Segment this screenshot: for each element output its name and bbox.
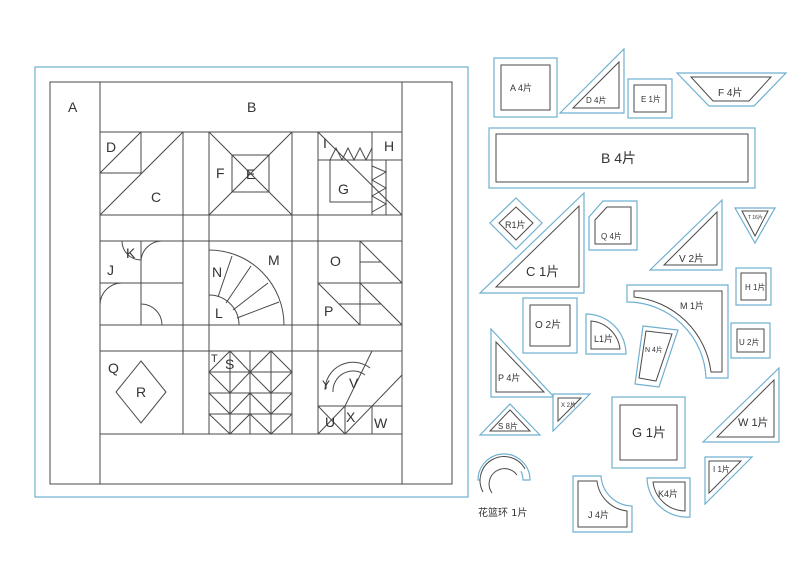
piece-w-label: W 1片 <box>738 416 769 429</box>
piece-s: S 8片 <box>478 403 542 436</box>
quilt-label-h: H <box>384 138 394 154</box>
pattern-pieces: A 4片 D 4片 E 1片 F 4片 B 4片 <box>477 47 788 533</box>
piece-c-label: C 1片 <box>526 264 559 279</box>
piece-f: F 4片 <box>675 72 788 107</box>
quilt-label-n: N <box>212 264 222 280</box>
piece-b: B 4片 <box>488 127 756 189</box>
piece-w: W 1片 <box>701 366 780 443</box>
piece-k-label: K4片 <box>658 488 678 499</box>
piece-n-label: N 4片 <box>645 345 663 354</box>
piece-x-label: X 2片 <box>561 401 576 409</box>
piece-l: L1片 <box>585 313 627 355</box>
quilt-label-o: O <box>330 253 341 269</box>
quilt-label-i: I <box>323 135 327 151</box>
piece-r: R1片 <box>489 197 543 250</box>
piece-d-label: D 4片 <box>586 95 606 105</box>
quilt-label-e: E <box>246 166 255 182</box>
quilt-label-t: T <box>211 353 218 365</box>
piece-g-label: G 1片 <box>632 425 666 440</box>
quilt-label-m: M <box>268 252 280 268</box>
piece-o-label: O 2片 <box>535 318 561 331</box>
piece-t: T 16片 <box>733 207 777 245</box>
piece-x: X 2片 <box>552 393 592 433</box>
piece-n: N 4片 <box>634 325 679 388</box>
quilt-label-k: K <box>126 245 136 261</box>
piece-j: J 4片 <box>572 475 633 533</box>
piece-m: M 1片 <box>626 284 729 379</box>
piece-t-label: T 16片 <box>748 214 763 221</box>
piece-c: C 1片 <box>478 191 585 294</box>
piece-v-label: V 2片 <box>679 252 704 265</box>
piece-s-label: S 8片 <box>498 421 518 431</box>
quilt-label-u: U <box>325 414 335 430</box>
quilt-label-l: L <box>215 305 223 321</box>
quilt-label-y: Y <box>322 378 330 392</box>
piece-m-label: M 1片 <box>680 300 704 311</box>
quilt-label-a: A <box>68 99 78 115</box>
piece-l-label: L1片 <box>594 333 613 344</box>
quilt-label-v: V <box>349 375 359 391</box>
piece-o: O 2片 <box>522 297 578 354</box>
quilt-label-q: Q <box>108 360 119 376</box>
quilt-label-j: J <box>107 262 114 278</box>
piece-e: E 1片 <box>627 78 673 119</box>
piece-h: H 1片 <box>735 267 772 306</box>
piece-i-label: I 1片 <box>713 464 730 474</box>
quilt-label-s: S <box>225 356 234 372</box>
piece-basket-ring: 花篮环 1片 <box>477 453 531 519</box>
piece-q-label: Q 4片 <box>601 231 622 241</box>
quilt-label-d: D <box>106 139 116 155</box>
piece-b-label: B 4片 <box>601 150 636 166</box>
quilt-label-x: X <box>346 409 356 425</box>
piece-h-label: H 1片 <box>745 282 765 292</box>
piece-k: K4片 <box>646 477 691 518</box>
piece-e-label: E 1片 <box>641 94 661 104</box>
piece-j-label: J 4片 <box>588 509 609 520</box>
piece-basket-ring-label: 花篮环 1片 <box>478 506 528 519</box>
quilt-outer-frame <box>34 66 469 498</box>
piece-i: I 1片 <box>704 456 754 506</box>
piece-u-label: U 2片 <box>739 337 759 347</box>
piece-p: P 4片 <box>490 327 556 398</box>
piece-v: V 2片 <box>648 198 723 271</box>
quilt-label-w: W <box>374 415 388 431</box>
piece-r-label: R1片 <box>505 219 526 230</box>
piece-a: A 4片 <box>493 57 558 118</box>
quilt-border <box>49 81 453 485</box>
quilt-layout: A B D C F E I H G J K N M L O P Q R T S … <box>34 66 469 498</box>
quilt-label-g: G <box>338 181 349 197</box>
piece-a-label: A 4片 <box>510 82 532 93</box>
quilt-label-r: R <box>136 384 146 400</box>
piece-f-label: F 4片 <box>718 86 742 99</box>
quilt-label-b: B <box>247 99 256 115</box>
quilt-label-c: C <box>151 189 161 205</box>
quilt-label-f: F <box>216 165 225 181</box>
piece-q: Q 4片 <box>588 200 638 251</box>
piece-u: U 2片 <box>730 322 771 359</box>
piece-p-label: P 4片 <box>498 372 520 383</box>
quilt-label-p: P <box>324 303 333 319</box>
piece-g: G 1片 <box>611 396 686 469</box>
piece-d: D 4片 <box>558 47 625 114</box>
